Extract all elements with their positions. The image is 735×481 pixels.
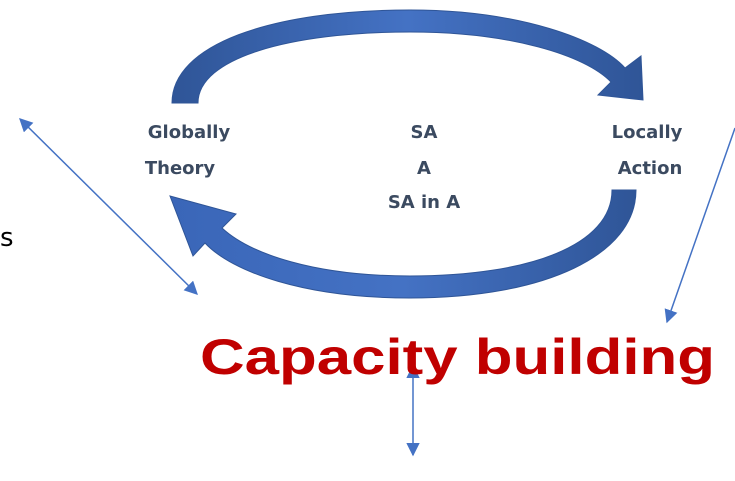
- center-label-line2: A: [417, 158, 431, 179]
- center-label-line1: SA: [411, 122, 438, 143]
- right-label-line2: Action: [618, 158, 683, 179]
- right-diagonal-connector: [664, 127, 735, 324]
- left-label-line1: Globally: [148, 122, 231, 143]
- right-label-line1: Locally: [612, 122, 683, 143]
- sa-center-label: SA A SA in A: [388, 122, 460, 213]
- left-label-line2: Theory: [145, 158, 216, 179]
- locally-action-label: Locally Action: [612, 122, 683, 179]
- globally-theory-label: Globally Theory: [145, 122, 231, 179]
- left-diagonal-connector: [19, 118, 198, 295]
- cycle-arrow-top: [171, 9, 644, 104]
- center-label-line3: SA in A: [388, 192, 460, 213]
- capacity-building-headline: Capacity building: [200, 329, 715, 385]
- edge-text-fragment: s: [0, 223, 14, 253]
